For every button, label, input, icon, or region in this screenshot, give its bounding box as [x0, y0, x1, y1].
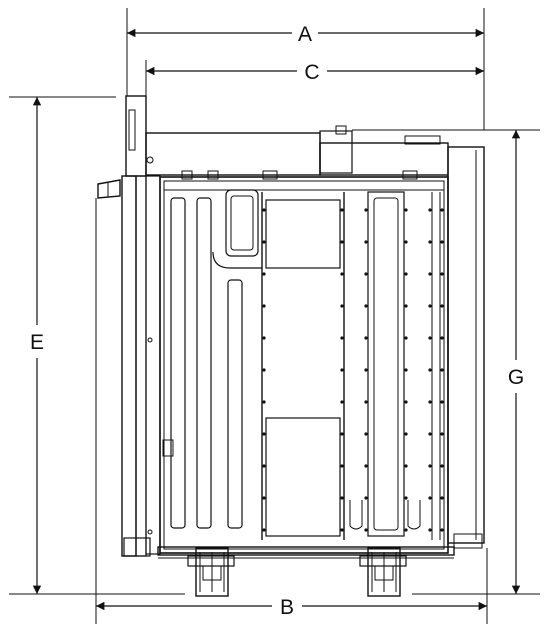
rivet-dot	[440, 496, 444, 500]
rivet-dot	[262, 240, 266, 244]
dimension-label-a: A	[298, 23, 312, 46]
door-handle	[97, 179, 121, 199]
rivet-dot	[364, 464, 368, 468]
rivet-dot	[428, 464, 432, 468]
rivet-dot	[440, 464, 444, 468]
rivet-dot	[440, 208, 444, 212]
rivet-dot	[428, 240, 432, 244]
rivet-dot	[404, 304, 408, 308]
rivet-dot	[340, 528, 344, 532]
rivet-dot	[340, 432, 344, 436]
rivet-dot	[428, 272, 432, 276]
rivet-dot	[340, 464, 344, 468]
rivet-dot	[262, 528, 266, 532]
rivet-dot	[262, 336, 266, 340]
rivet-dot	[364, 208, 368, 212]
rivet-dot	[340, 400, 344, 404]
rivet-dots	[262, 208, 444, 532]
oven-door	[121, 95, 174, 557]
rivet-dot	[262, 368, 266, 372]
rivet-dot	[428, 400, 432, 404]
rivet-dot	[428, 432, 432, 436]
dimension-label-b: B	[280, 596, 294, 619]
rivet-dot	[404, 336, 408, 340]
rivet-dot	[428, 304, 432, 308]
rivet-dot	[364, 240, 368, 244]
rivet-dot	[428, 208, 432, 212]
rivet-dot	[428, 496, 432, 500]
rivet-dot	[440, 368, 444, 372]
rivet-dot	[440, 400, 444, 404]
rivet-dot	[364, 400, 368, 404]
rivet-dot	[428, 336, 432, 340]
rivet-dot	[428, 528, 432, 532]
rivet-dot	[262, 496, 266, 500]
rivet-dot	[340, 496, 344, 500]
rivet-dot	[340, 336, 344, 340]
rivet-dot	[364, 432, 368, 436]
oven-body	[145, 125, 485, 559]
rivet-dot	[262, 432, 266, 436]
rivet-dot	[440, 432, 444, 436]
rivet-dot	[262, 464, 266, 468]
rivet-dot	[404, 464, 408, 468]
rivet-dot	[440, 272, 444, 276]
rivet-dot	[428, 368, 432, 372]
rivet-dot	[404, 528, 408, 532]
rivet-dot	[262, 400, 266, 404]
rivet-dot	[364, 304, 368, 308]
leveling-foot-front	[187, 547, 235, 597]
rivet-dot	[404, 400, 408, 404]
dimension-c: C	[145, 60, 484, 132]
rivet-dot	[364, 528, 368, 532]
rivet-dot	[404, 240, 408, 244]
dimension-b: B	[95, 198, 488, 624]
rivet-dot	[364, 336, 368, 340]
dimension-a: A	[126, 8, 485, 130]
rivet-dot	[340, 272, 344, 276]
rivet-dot	[340, 208, 344, 212]
rivet-dot	[262, 272, 266, 276]
rivet-dot	[440, 304, 444, 308]
rivet-dot	[440, 240, 444, 244]
rivet-dot	[440, 528, 444, 532]
rivet-dot	[404, 432, 408, 436]
rivet-dot	[404, 368, 408, 372]
rivet-dot	[364, 272, 368, 276]
dimension-label-g: G	[508, 366, 524, 389]
rivet-dot	[262, 208, 266, 212]
rivet-dot	[440, 336, 444, 340]
rivet-dot	[262, 304, 266, 308]
dimension-label-e: E	[30, 331, 44, 354]
rivet-dot	[364, 496, 368, 500]
rivet-dot	[340, 240, 344, 244]
rivet-dot	[364, 368, 368, 372]
dimension-g: G	[352, 129, 540, 595]
rivet-dot	[340, 304, 344, 308]
rivet-dot	[404, 208, 408, 212]
dimension-e: E	[9, 96, 185, 595]
rivet-dot	[404, 272, 408, 276]
leveling-foot-rear	[359, 547, 407, 597]
rivet-dot	[340, 368, 344, 372]
dimension-label-c: C	[304, 61, 319, 84]
rivet-dot	[404, 496, 408, 500]
